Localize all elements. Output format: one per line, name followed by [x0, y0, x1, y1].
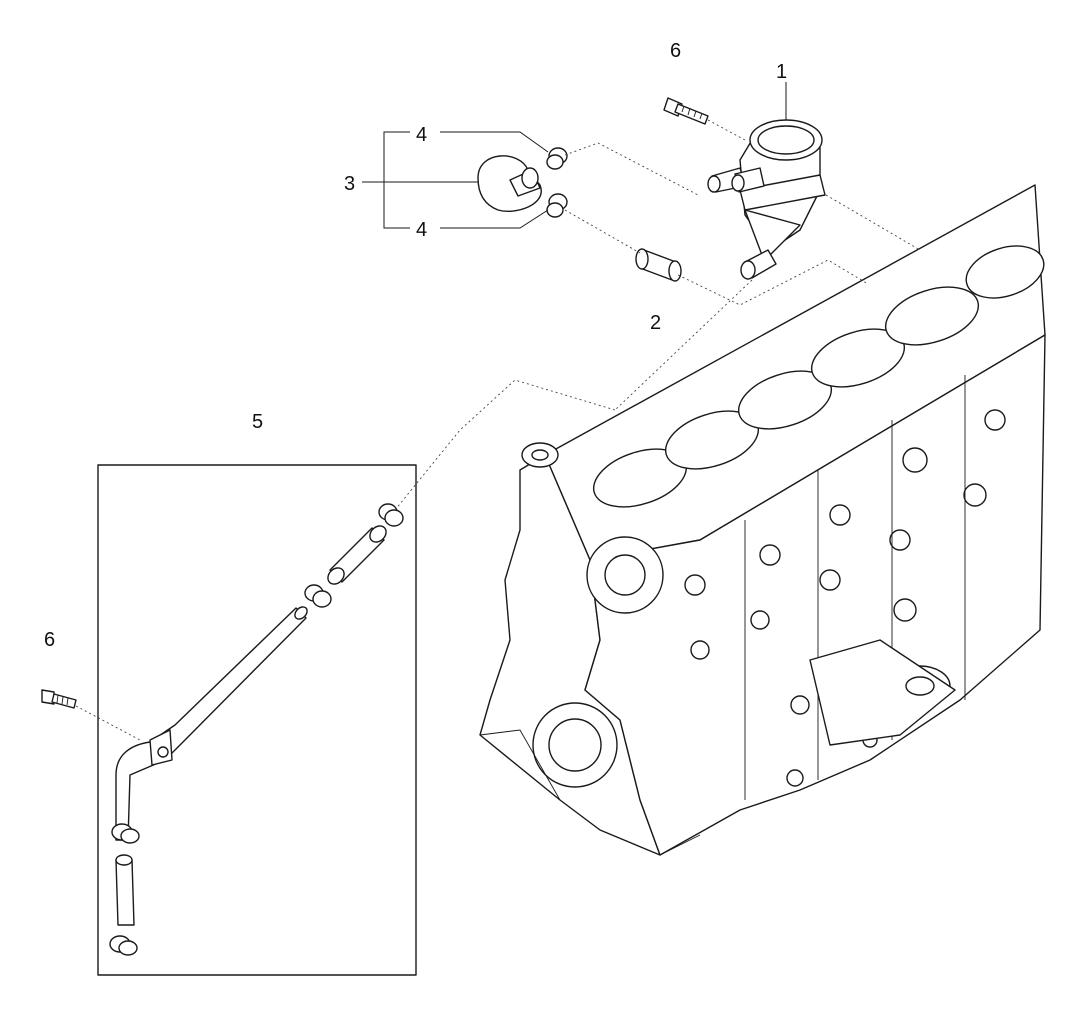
callout-6-left: 6 — [44, 629, 55, 651]
alignment-line — [394, 379, 616, 511]
callout-4-upper: 4 — [416, 124, 427, 146]
leader-part-3-bracket — [383, 131, 410, 229]
alignment-line — [825, 194, 921, 251]
callout-1: 1 — [776, 61, 787, 83]
part-5-breather-pipe-kit — [109, 503, 404, 956]
callout-3: 3 — [344, 173, 355, 195]
part-6-bolt-left — [41, 689, 141, 741]
alignment-line — [614, 279, 753, 411]
part-6-bolt-top — [663, 97, 746, 141]
callout-4-lower: 4 — [416, 219, 427, 241]
part-4-clamp-upper — [546, 147, 568, 170]
callout-6-top: 6 — [670, 40, 681, 62]
engine-block — [479, 184, 1046, 856]
alignment-line — [564, 142, 701, 197]
alignment-line — [564, 209, 641, 254]
callout-2: 2 — [650, 312, 661, 334]
part-1-oil-separator — [707, 119, 826, 280]
part-3-check-valve — [477, 155, 542, 212]
part-2-hose — [635, 248, 682, 282]
callout-5: 5 — [252, 411, 263, 433]
part-4-clamp-lower — [546, 193, 568, 218]
leader-part-4-lower — [440, 209, 549, 229]
alignment-line — [677, 259, 869, 306]
part-5-kit-box — [97, 464, 417, 976]
leader-part-4-upper — [440, 131, 549, 153]
